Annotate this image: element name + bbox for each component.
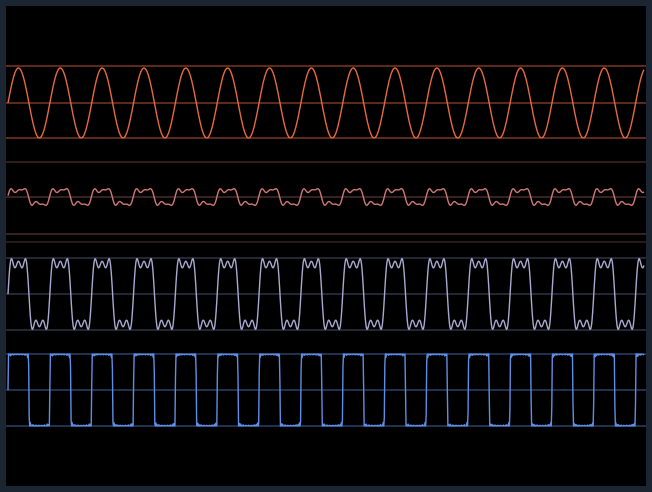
sine-wave-trace bbox=[7, 67, 645, 139]
scope-display bbox=[6, 6, 646, 486]
square-wave-trace bbox=[7, 353, 645, 427]
waveform-plot bbox=[6, 65, 646, 427]
overshoot-square-wave-trace bbox=[7, 258, 645, 330]
harmonic-wave-trace bbox=[7, 188, 645, 206]
